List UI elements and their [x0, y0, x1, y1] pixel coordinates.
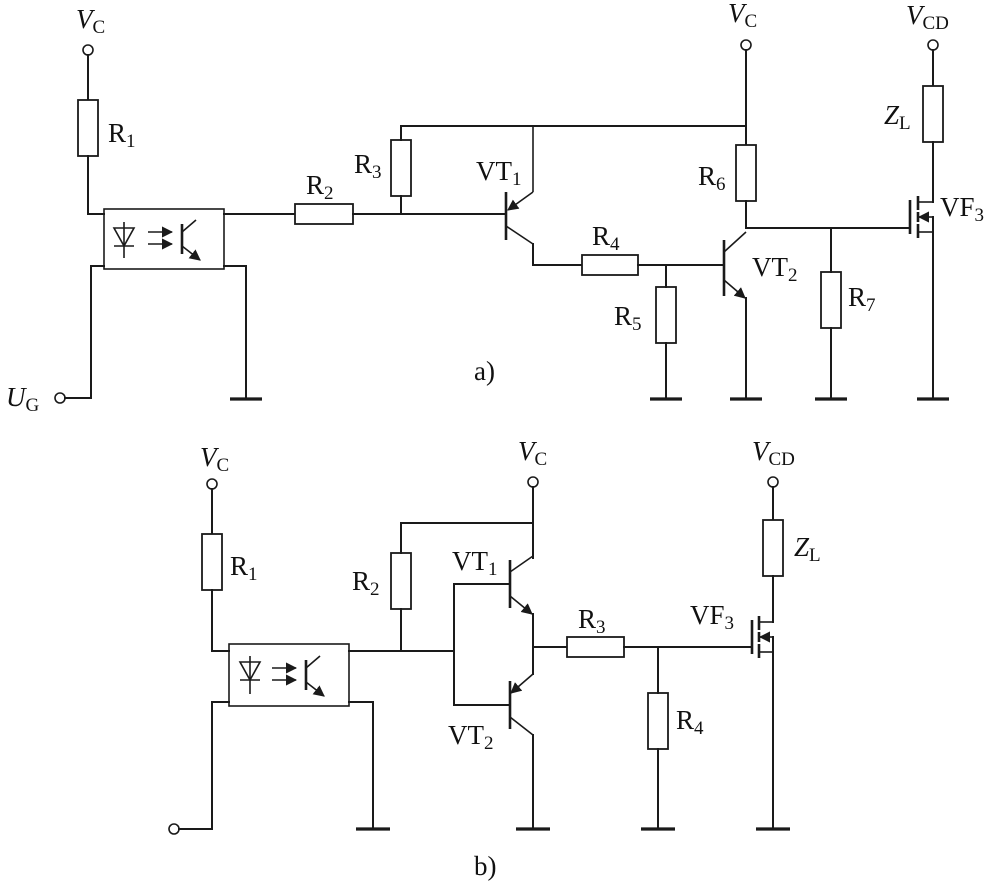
svg-text:R1: R1 [230, 551, 258, 585]
resistor-r5-a: R5 [614, 286, 677, 344]
resistor-r2-a: R2 [294, 170, 354, 225]
resistor-r6-a: R6 [698, 144, 757, 202]
optocoupler-b [228, 643, 350, 707]
svg-text:R5: R5 [614, 301, 642, 335]
caption-b: b) [474, 851, 497, 881]
svg-text:R1: R1 [108, 118, 136, 152]
svg-text:VCD: VCD [906, 0, 949, 34]
resistor-r4-a: R4 [581, 221, 639, 276]
resistor-r3-a: R3 [354, 139, 412, 197]
vc-terminal-a2: VC [728, 0, 757, 51]
optocoupler-a [103, 208, 225, 270]
resistor-r1-b: R1 [201, 533, 258, 591]
caption-a: a) [474, 356, 495, 386]
resistor-r1-a: R1 [77, 99, 136, 157]
svg-text:R6: R6 [698, 161, 726, 195]
ug-terminal: UG [6, 382, 66, 416]
circuit-b: VC R1 [168, 436, 821, 881]
mosfet-vf3-b: VF3 [690, 600, 774, 829]
vcd-terminal-a: VCD [906, 0, 949, 51]
svg-text:R4: R4 [676, 705, 704, 739]
svg-text:VF3: VF3 [940, 192, 984, 226]
load-zl-a: ZL [884, 85, 944, 143]
vcd-terminal-b: VCD [752, 436, 795, 488]
svg-text:R3: R3 [354, 149, 382, 183]
svg-text:VF3: VF3 [690, 600, 734, 634]
svg-text:VC: VC [728, 0, 757, 32]
vc-terminal-b1: VC [200, 442, 229, 490]
svg-text:VCD: VCD [752, 436, 795, 470]
resistor-r7-a: R7 [820, 271, 876, 329]
circuit-a: VC R1 UG [6, 0, 984, 416]
svg-text:R2: R2 [306, 170, 334, 204]
vc-terminal-b2: VC [518, 436, 547, 488]
svg-text:VT1: VT1 [476, 156, 522, 190]
input-terminal-b [168, 823, 180, 835]
svg-text:ZL: ZL [884, 100, 911, 134]
svg-text:VC: VC [200, 442, 229, 476]
svg-text:UG: UG [6, 382, 40, 416]
svg-text:R4: R4 [592, 221, 620, 255]
svg-text:R3: R3 [578, 604, 606, 638]
load-zl-b: ZL [762, 519, 821, 577]
transistor-vt1-b: VT1 [452, 546, 534, 615]
svg-text:VT1: VT1 [452, 546, 498, 580]
svg-text:R7: R7 [848, 282, 876, 316]
svg-text:VT2: VT2 [448, 720, 494, 754]
vc-terminal-a1: VC [76, 4, 105, 56]
svg-text:R2: R2 [352, 566, 380, 600]
svg-text:VT2: VT2 [752, 252, 798, 286]
svg-text:ZL: ZL [794, 532, 821, 566]
transistor-vt2-b: VT2 [448, 673, 534, 754]
resistor-r2-b: R2 [352, 552, 412, 610]
transistor-vt1-a: VT1 [476, 126, 583, 266]
svg-text:VC: VC [76, 4, 105, 38]
resistor-r3-b: R3 [566, 604, 625, 658]
resistor-r4-b: R4 [647, 692, 704, 750]
svg-text:VC: VC [518, 436, 547, 470]
mosfet-vf3-a: VF3 [908, 192, 984, 399]
transistor-vt2-a: VT2 [722, 231, 798, 399]
